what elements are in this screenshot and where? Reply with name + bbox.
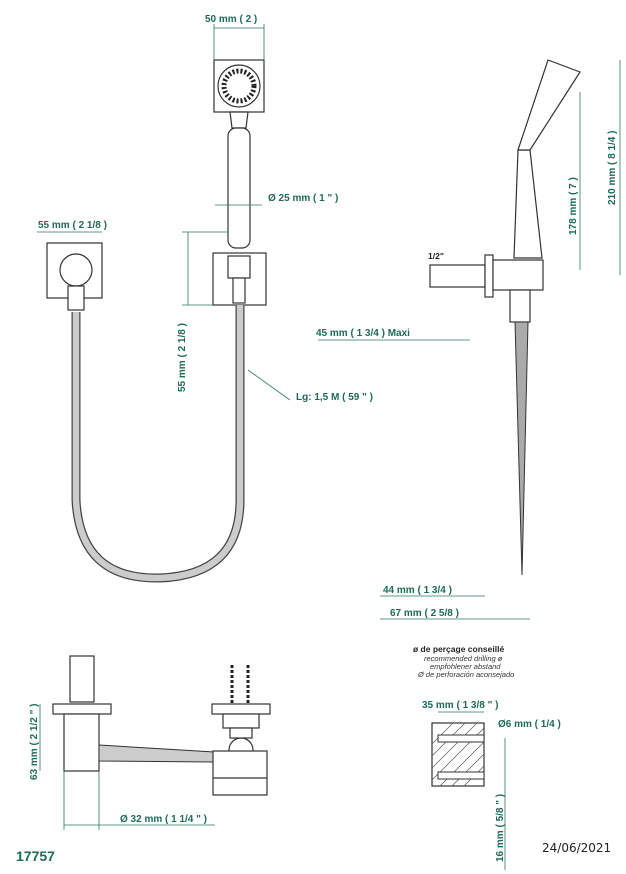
dim-head-width: 50 mm ( 2 ) — [205, 14, 257, 25]
holder-neck — [229, 727, 253, 739]
drilling-subtitle-en: recommended drilling ø — [424, 654, 503, 663]
dim-hose-length: Lg: 1,5 M ( 59 " ) — [296, 392, 373, 403]
drilling-subtitle-es: Ø de perforación aconsejado — [417, 670, 514, 679]
inlet-stub — [69, 655, 95, 703]
drawing-date: 24/06/2021 — [542, 841, 611, 855]
product-code: 17757 — [16, 848, 55, 864]
side-head — [517, 59, 581, 151]
wall-flange — [52, 703, 112, 715]
dim-outlet-diameter: Ø 32 mm ( 1 1/4 " ) — [120, 814, 207, 825]
drilling-title: ø de perçage conseillé — [413, 644, 504, 654]
holder-flange — [211, 703, 271, 715]
dim-drill-depth: 35 mm ( 1 3/8 " ) — [422, 700, 498, 711]
hose-section — [98, 744, 215, 763]
outlet-body — [63, 713, 100, 772]
hose — [71, 305, 245, 583]
drilling-subtitle-de: empfohlener abstand — [430, 662, 501, 671]
drilling-detail: ø de perçage conseillé recommended drill… — [413, 644, 611, 870]
dim-wall-plate-width: 55 mm ( 2 1/8 ) — [38, 220, 107, 231]
dim-outlet-height: 63 mm ( 2 1/2 " ) — [29, 704, 40, 780]
handle — [227, 127, 251, 249]
wall-screws — [230, 665, 250, 704]
side-hose — [514, 321, 529, 576]
dim-projection: 45 mm ( 1 3/4 ) Maxi — [316, 328, 410, 339]
wall-outlet-ball — [59, 253, 93, 287]
drill-hole-2 — [437, 771, 485, 780]
dim-height-178: 178 mm ( 7 ) — [568, 177, 579, 235]
holder-clip — [227, 255, 251, 279]
side-plate — [484, 254, 494, 298]
dim-handle-diameter: Ø 25 mm ( 1 " ) — [268, 193, 338, 204]
holder-block — [212, 750, 268, 796]
handle-neck — [229, 111, 249, 129]
dim-depth-67: 67 mm ( 2 5/8 ) — [390, 608, 459, 619]
dim-drill-diameter: Ø6 mm ( 1/4 ) — [498, 719, 561, 730]
side-holder — [492, 259, 544, 291]
wall-outlet-nut — [67, 285, 85, 311]
side-handle — [513, 149, 543, 259]
threaded-inlet — [429, 264, 486, 288]
side-hose-nut — [509, 289, 531, 323]
bottom-view: 63 mm ( 2 1/2 " ) Ø 32 mm ( 1 1/4 " ) 17… — [16, 655, 271, 864]
dim-height-210: 210 mm ( 8 1/4 ) — [607, 131, 618, 205]
holder-base — [222, 713, 260, 729]
dim-drill-spacing: 16 mm ( 5/8 " ) — [495, 794, 506, 862]
side-view: 1/2" 45 mm ( 1 3/4 ) Maxi 178 mm ( 7 ) 2… — [316, 59, 621, 620]
dim-thread: 1/2" — [428, 251, 444, 261]
drill-hole-1 — [437, 734, 485, 743]
spray-nozzles — [221, 68, 257, 104]
hose-nut — [232, 277, 246, 304]
front-view: 50 mm ( 2 ) Ø 25 mm ( 1 " ) 55 mm ( 2 1/… — [37, 14, 373, 583]
dim-wall-plate-height: 55 mm ( 2 1/8 ) — [177, 323, 188, 392]
dim-depth-44: 44 mm ( 1 3/4 ) — [383, 585, 452, 596]
